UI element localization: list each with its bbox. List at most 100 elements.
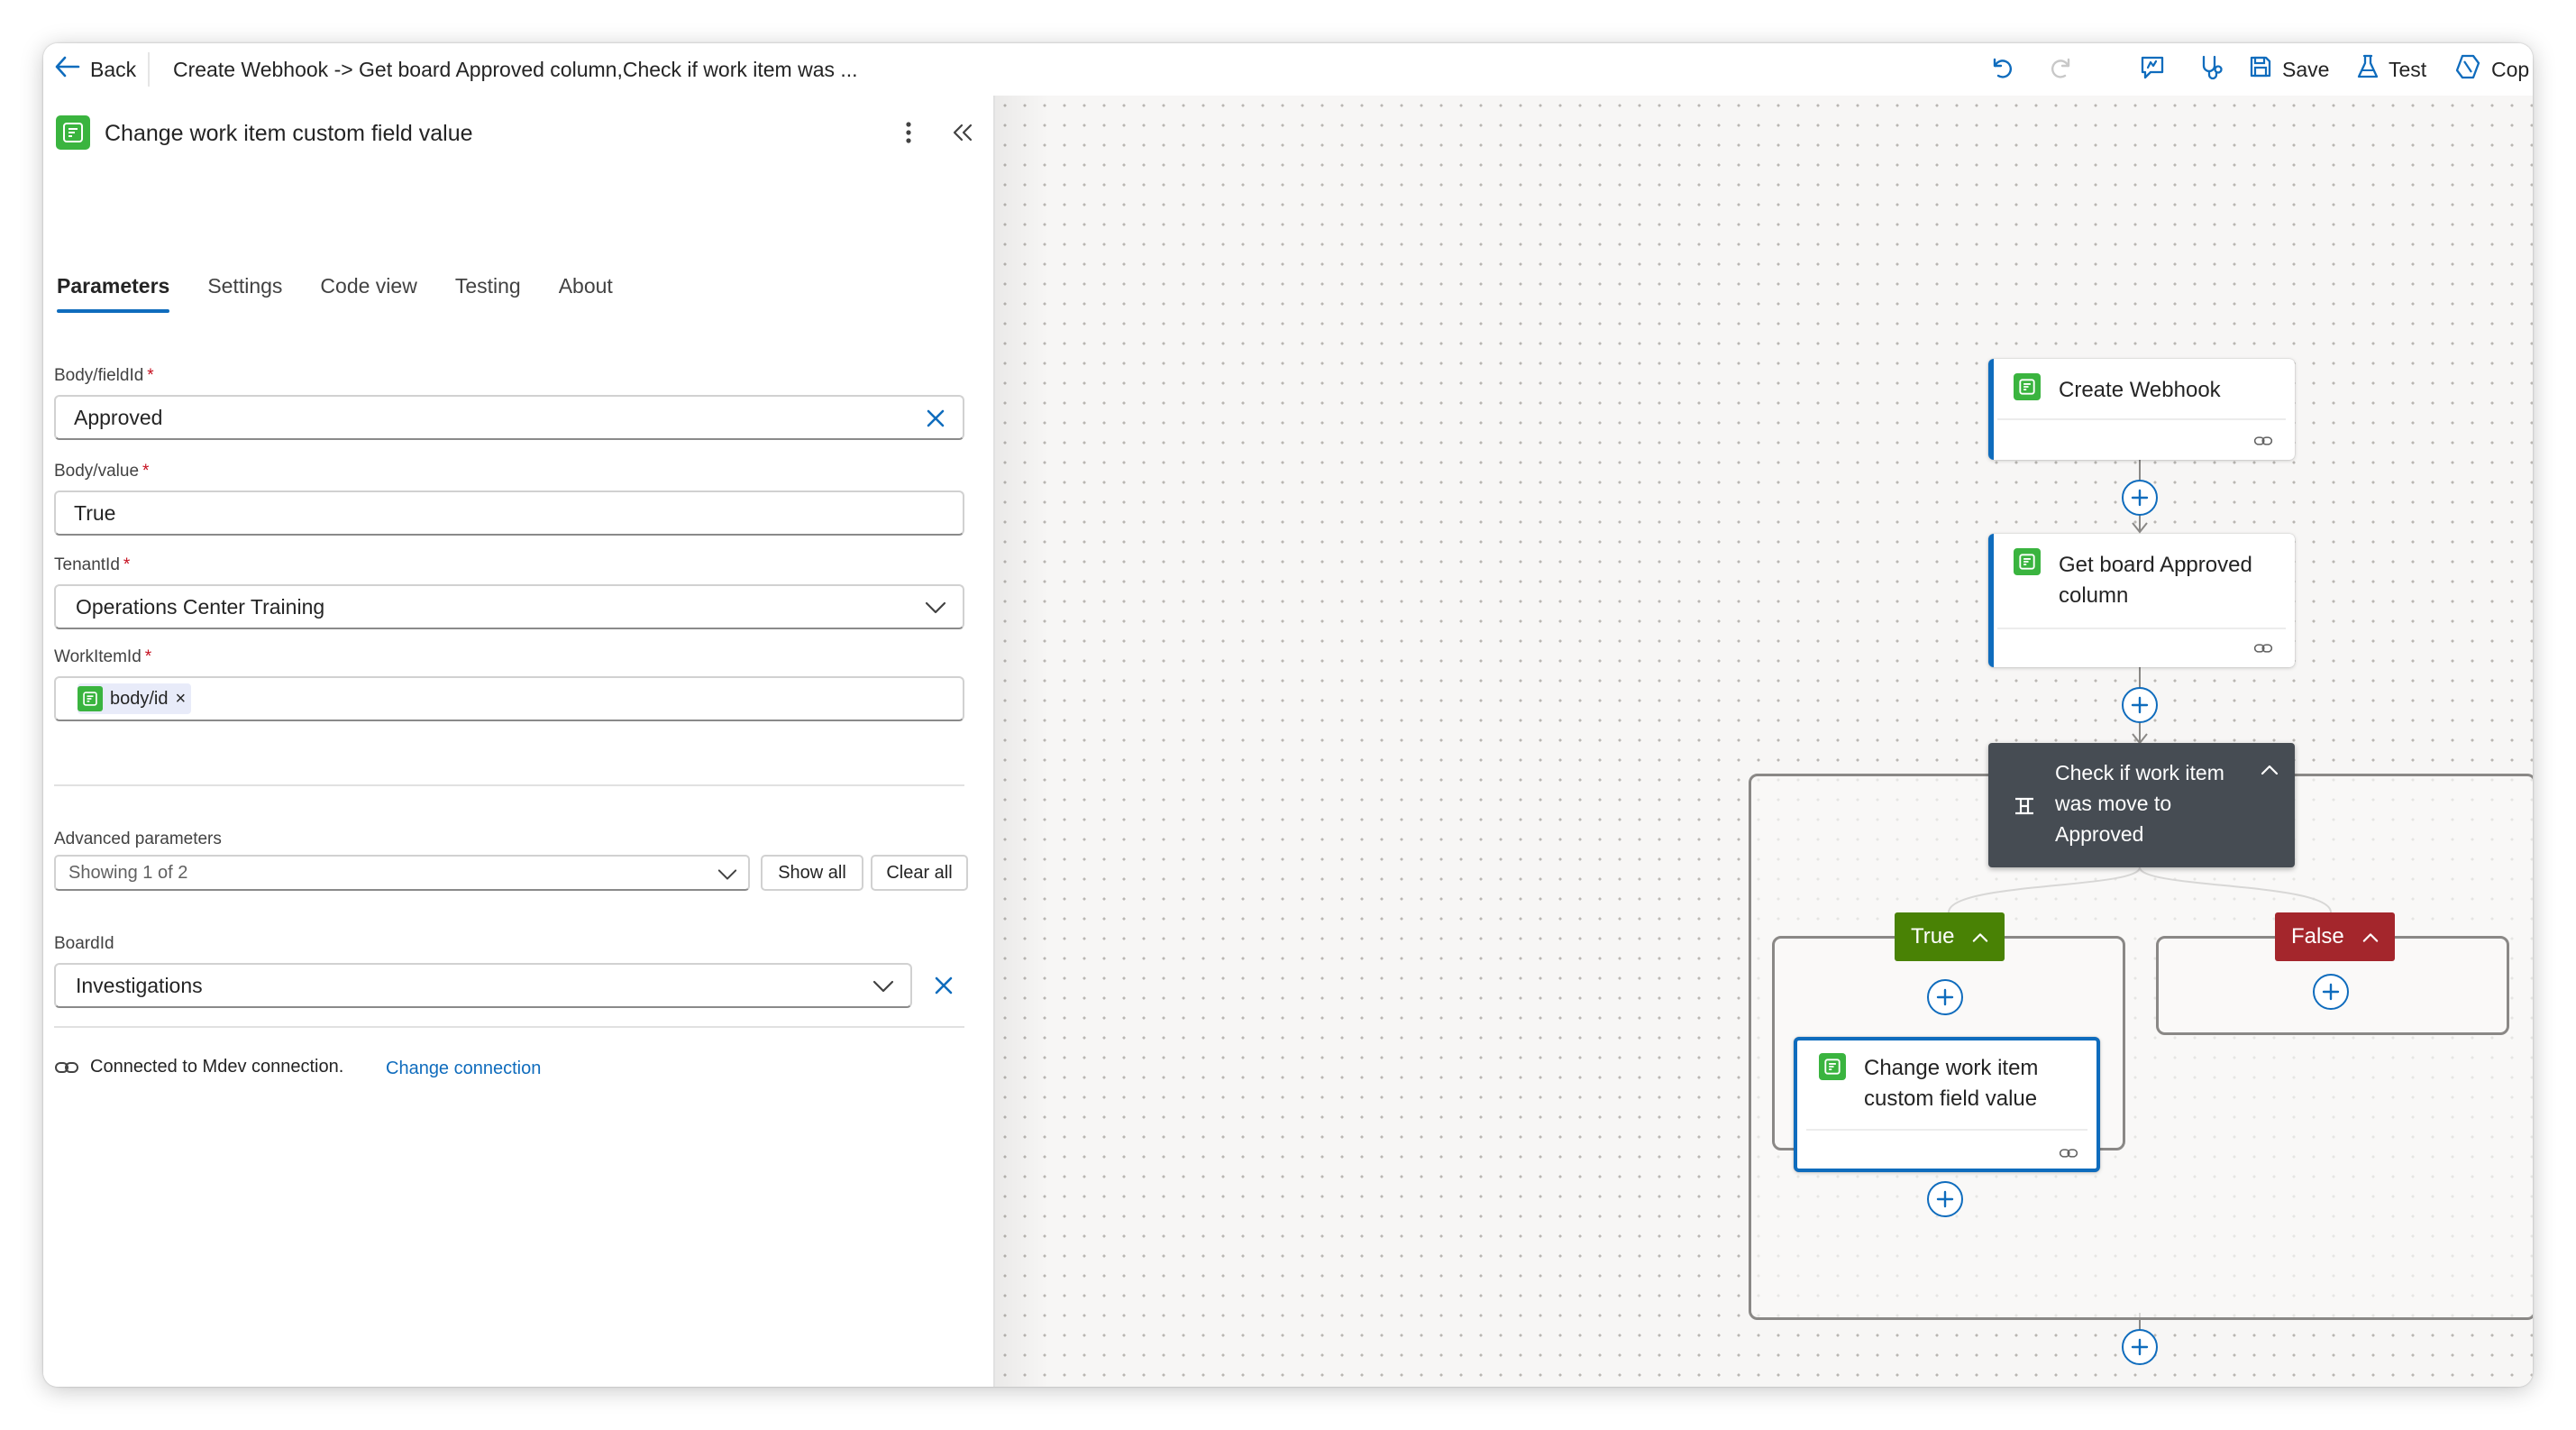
canvas-shadow: [995, 96, 1049, 1387]
node-title: Create Webhook: [2059, 378, 2221, 402]
collapse-panel-button[interactable]: [945, 114, 981, 155]
clear-all-button[interactable]: Clear all: [871, 855, 968, 891]
action-icon: [1819, 1053, 1846, 1080]
test-button[interactable]: Test: [2356, 50, 2426, 88]
required-marker: *: [144, 647, 152, 666]
false-branch-label[interactable]: False: [2275, 912, 2395, 961]
clear-icon: [935, 976, 953, 995]
fieldid-input[interactable]: Approved: [54, 395, 964, 440]
back-label: Back: [90, 57, 137, 81]
required-marker: *: [123, 555, 131, 574]
insert-step-button[interactable]: [2122, 687, 2158, 723]
back-arrow-icon: [54, 55, 81, 84]
save-button[interactable]: Save: [2248, 50, 2329, 88]
panel-tabs: Parameters Settings Code view Testing Ab…: [57, 274, 613, 313]
clear-icon: [927, 409, 945, 427]
chevron-up-icon[interactable]: [2257, 757, 2282, 783]
app-window: Back Create Webhook -> Get board Approve…: [43, 43, 2533, 1387]
more-icon: [905, 121, 912, 149]
top-toolbar: Back Create Webhook -> Get board Approve…: [43, 43, 2533, 97]
designer-canvas[interactable]: Create Webhook Get board Approved column: [995, 96, 2533, 1387]
section-divider: [54, 784, 964, 786]
plus-icon: [2131, 489, 2149, 507]
boardid-value: Investigations: [76, 973, 203, 997]
node-title: Change work item custom field value: [1864, 1056, 2039, 1111]
advanced-params-label: Advanced parameters: [54, 830, 222, 848]
advanced-params-dropdown[interactable]: Showing 1 of 2: [54, 855, 750, 891]
collapse-icon: [952, 123, 973, 147]
undo-button[interactable]: [1983, 51, 2019, 87]
node-condition[interactable]: Check if work item was move to Approved: [1988, 743, 2295, 867]
tenantid-dropdown[interactable]: Operations Center Training: [54, 584, 964, 629]
insert-step-button[interactable]: [1927, 979, 1963, 1015]
required-marker: *: [142, 462, 150, 481]
flow-title: Create Webhook -> Get board Approved col…: [173, 58, 858, 81]
feedback-button[interactable]: [2134, 51, 2170, 87]
plus-icon: [2131, 1338, 2149, 1356]
change-connection-link[interactable]: Change connection: [386, 1059, 542, 1078]
value-input[interactable]: True: [54, 490, 964, 536]
clear-fieldid-button[interactable]: [921, 404, 950, 433]
copilot-button[interactable]: Cop: [2453, 50, 2529, 88]
insert-step-button[interactable]: [2122, 480, 2158, 516]
plus-icon: [2131, 696, 2149, 714]
connection-link-icon: [54, 1059, 79, 1081]
tab-code-view[interactable]: Code view: [320, 274, 417, 298]
plus-icon: [1936, 1190, 1954, 1208]
condition-icon: [2012, 793, 2037, 819]
section-divider: [54, 1026, 964, 1028]
value-value: True: [74, 500, 116, 525]
insert-step-button[interactable]: [1927, 1181, 1963, 1217]
save-label: Save: [2282, 57, 2330, 81]
tab-settings[interactable]: Settings: [207, 274, 283, 298]
connection-link-icon: [2252, 640, 2275, 656]
node-title: Get board Approved column: [2059, 553, 2252, 608]
show-all-button[interactable]: Show all: [761, 855, 863, 891]
panel-title: Change work item custom field value: [105, 121, 473, 146]
copilot-icon: [2453, 52, 2482, 87]
advanced-params-value: Showing 1 of 2: [69, 862, 188, 883]
workitemid-label-text: WorkItemId: [54, 647, 142, 666]
boardid-label: BoardId: [54, 934, 114, 953]
node-get-board-approved-column[interactable]: Get board Approved column: [1988, 534, 2295, 667]
node-create-webhook[interactable]: Create Webhook: [1988, 359, 2295, 460]
node-accent: [1988, 534, 1994, 667]
dynamic-content-token[interactable]: body/id ×: [78, 683, 192, 714]
tab-about[interactable]: About: [558, 274, 613, 298]
test-label: Test: [2389, 57, 2427, 81]
save-icon: [2248, 54, 2273, 85]
workitemid-label: WorkItemId*: [54, 647, 151, 667]
tab-parameters[interactable]: Parameters: [57, 274, 170, 313]
more-options-button[interactable]: [891, 114, 927, 155]
tab-testing[interactable]: Testing: [454, 274, 521, 298]
flow-checker-button[interactable]: [2194, 51, 2230, 87]
connection-link-icon: [2252, 433, 2275, 449]
action-icon: [2014, 548, 2041, 575]
true-label: True: [1911, 924, 1955, 949]
true-branch-label[interactable]: True: [1895, 912, 2005, 961]
chevron-down-icon: [923, 595, 948, 620]
insert-step-button[interactable]: [2313, 974, 2349, 1010]
chevron-down-icon: [717, 866, 737, 886]
back-button[interactable]: Back: [54, 50, 136, 88]
undo-icon: [1987, 54, 2014, 86]
tenantid-label-text: TenantId: [54, 555, 120, 574]
tenantid-label: TenantId*: [54, 555, 130, 575]
workitemid-input[interactable]: body/id ×: [54, 676, 964, 721]
boardid-dropdown[interactable]: Investigations: [54, 963, 912, 1008]
plus-icon: [1936, 988, 1954, 1006]
connection-link-icon: [2057, 1145, 2080, 1161]
chevron-down-icon: [871, 974, 896, 999]
value-label: Body/value*: [54, 462, 149, 481]
test-flask-icon: [2356, 53, 2380, 86]
plus-icon: [2322, 983, 2340, 1001]
token-label: body/id: [110, 688, 169, 709]
fieldid-label-text: Body/fieldId: [54, 366, 144, 385]
clear-boardid-button[interactable]: [928, 970, 959, 1001]
node-divider: [1997, 628, 2286, 629]
node-change-work-item-custom-field-value[interactable]: Change work item custom field value: [1794, 1037, 2100, 1172]
insert-step-button[interactable]: [2122, 1329, 2158, 1365]
redo-button[interactable]: [2044, 51, 2080, 87]
node-title: Check if work item was move to Approved: [2055, 761, 2224, 846]
token-remove-button[interactable]: ×: [175, 688, 187, 709]
